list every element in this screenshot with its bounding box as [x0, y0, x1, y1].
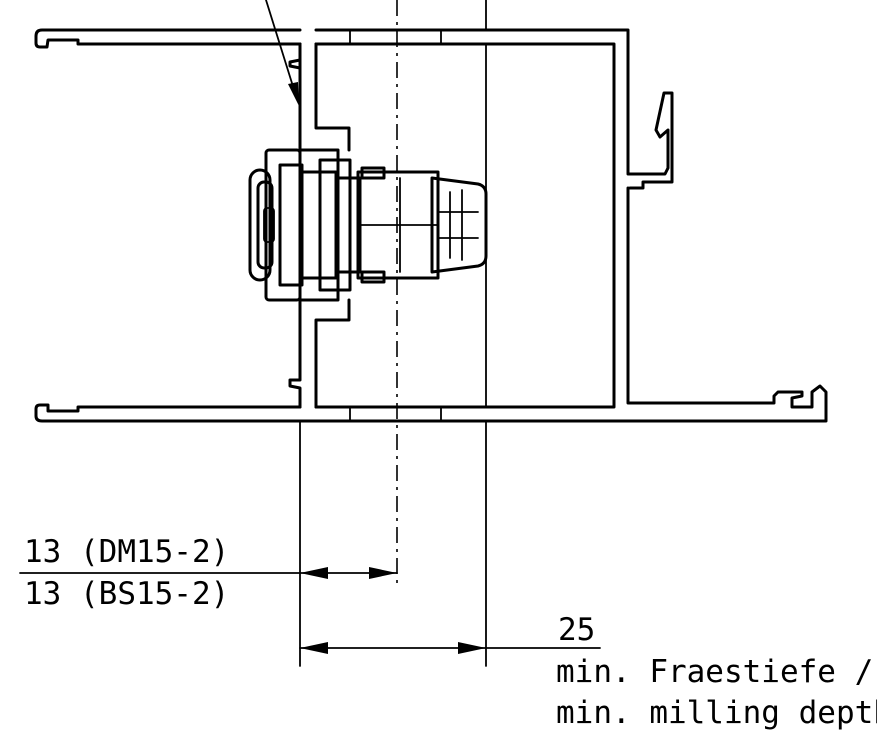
lock-end-cap-lines — [437, 189, 479, 261]
lock-knob-outer — [248, 168, 272, 282]
leader-arrowhead — [288, 82, 299, 106]
leader-line — [265, 0, 297, 97]
profile-section — [34, 28, 828, 423]
bottom-opening-marks — [349, 406, 442, 422]
profile-top-edge — [314, 28, 674, 190]
profile-top-left-flange — [34, 28, 302, 49]
dim-13-label-dm: 13 (DM15-2) — [24, 534, 229, 570]
dimension-25: 25 min. Fraestiefe / min. milling depth — [299, 612, 877, 731]
top-opening-marks — [349, 29, 442, 45]
lock-cam-bottom — [360, 270, 386, 284]
lock-keyway — [263, 207, 275, 243]
dim-25-arrow-right — [458, 642, 486, 654]
lock-end-cap — [430, 176, 488, 274]
dim-13-arrow-left — [300, 567, 328, 579]
lock-cam-top — [360, 166, 386, 180]
profile-inner-chamber — [314, 42, 616, 409]
dim-25-value: 25 — [558, 612, 595, 648]
dim-25-arrow-left — [300, 642, 328, 654]
dim-25-label-en: min. milling depth — [556, 695, 877, 731]
dimension-13: 13 (DM15-2) 13 (BS15-2) — [19, 534, 398, 612]
dim-13-label-bs: 13 (BS15-2) — [24, 576, 229, 612]
dim-13-arrow-right — [369, 567, 397, 579]
dim-25-label-de: min. Fraestiefe / — [556, 654, 873, 690]
profile-bottom-left-flange — [34, 403, 302, 423]
lock-body-lines — [357, 177, 439, 273]
lock-cylinder — [248, 148, 488, 302]
lock-knob-inner — [256, 180, 274, 270]
lock-collar — [278, 163, 304, 287]
profile-bottom-edge — [314, 186, 828, 423]
profile-left-wall — [298, 42, 351, 409]
lock-nut — [318, 158, 352, 292]
lock-bezel-inner — [298, 170, 338, 280]
